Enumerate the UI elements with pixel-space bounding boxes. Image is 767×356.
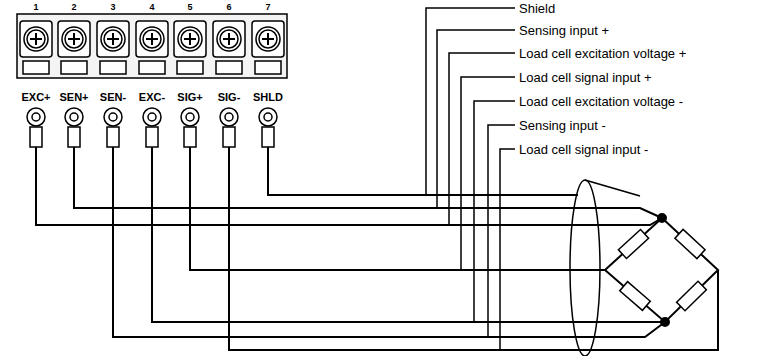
- pin-number: 2: [71, 3, 76, 12]
- pin-number: 4: [149, 3, 154, 12]
- pin-name: SEN-: [100, 92, 126, 103]
- pin-name: EXC+: [21, 92, 50, 103]
- pin-name: SHLD: [253, 92, 283, 103]
- cable-sleeve: [570, 180, 640, 356]
- signal-label: Shield: [518, 2, 556, 15]
- pin-name: EXC-: [139, 92, 165, 103]
- signal-label: Load cell excitation voltage -: [518, 95, 684, 108]
- pin-number: 7: [265, 3, 270, 12]
- load-cell-bridge: [605, 214, 718, 326]
- pin-name: SIG-: [218, 92, 241, 103]
- signal-label: Load cell excitation voltage +: [518, 47, 687, 60]
- pin-number: 3: [110, 3, 115, 12]
- pin-name: SIG+: [177, 92, 202, 103]
- terminal-block: [17, 14, 287, 78]
- signal-label: Load cell signal input -: [518, 143, 649, 156]
- pin-name: SEN+: [59, 92, 88, 103]
- signal-label: Load cell signal input +: [518, 71, 653, 84]
- pin-number: 1: [33, 3, 38, 12]
- pin-number: 5: [187, 3, 192, 12]
- pin-number: 6: [226, 3, 231, 12]
- ring-terminals: [27, 108, 277, 147]
- wires: [36, 147, 718, 350]
- signal-label: Sensing input +: [518, 24, 610, 37]
- signal-label: Sensing input -: [518, 119, 607, 132]
- leader-lines: [426, 8, 515, 350]
